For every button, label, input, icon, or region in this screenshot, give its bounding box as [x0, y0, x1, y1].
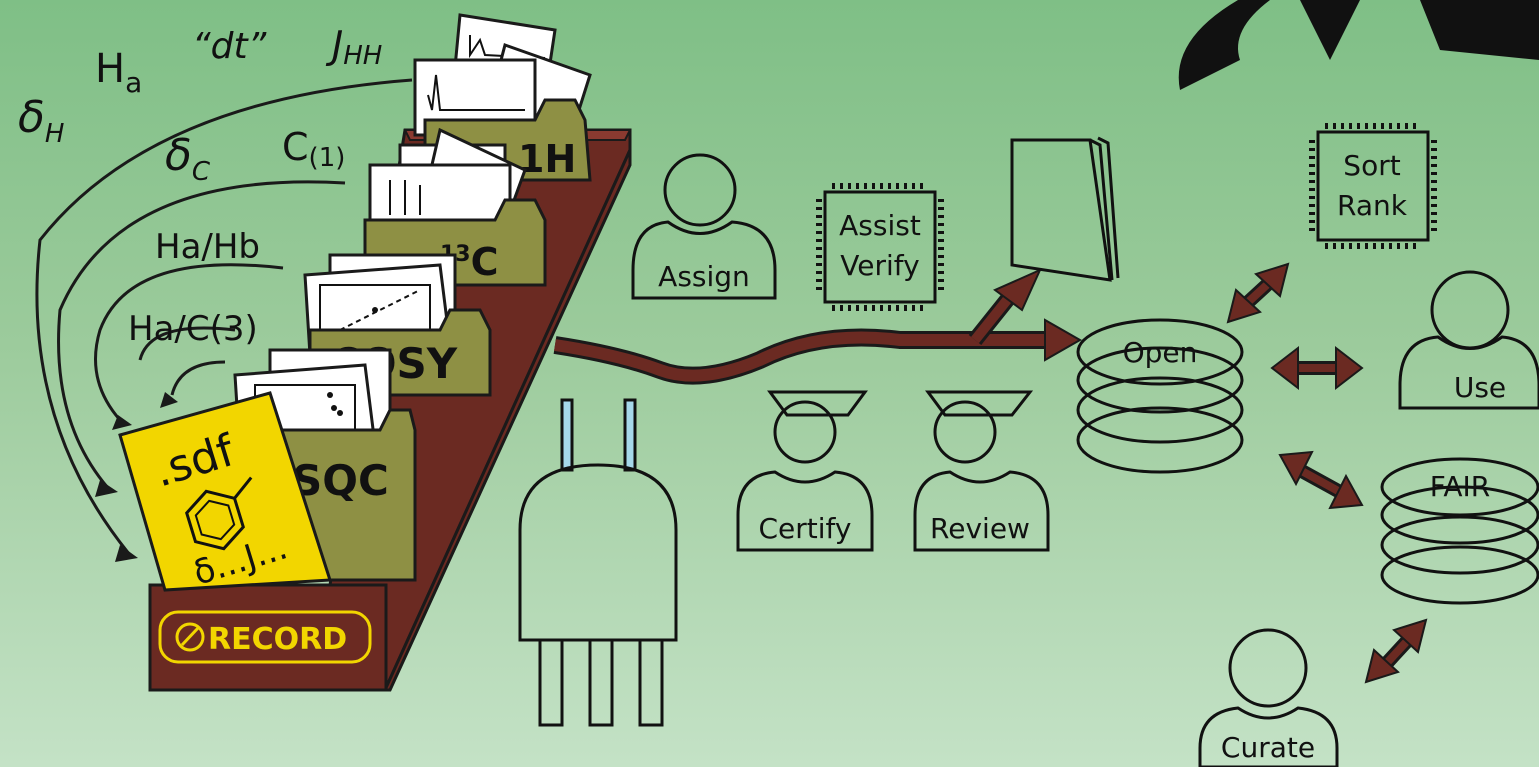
data-flow-arrow	[553, 268, 1083, 385]
plug-icon	[518, 398, 678, 727]
actor-review-label: Review	[930, 512, 1030, 545]
actor-certify[interactable]: Certify	[736, 390, 874, 552]
dt-label: “dt”	[192, 26, 267, 67]
label-arrows	[35, 78, 413, 562]
sdf-card: .sdf δ...J...	[118, 391, 333, 594]
database-fair-label: FAIR	[1430, 470, 1490, 503]
chip-verify-label: Verify	[840, 249, 919, 282]
double-arrow-sort	[1226, 262, 1290, 324]
database-fair[interactable]: FAIR	[1380, 457, 1539, 605]
logo-fragment-right	[1300, 0, 1539, 60]
molecule-icon	[185, 476, 253, 551]
hac3-label: Ha/C(3)	[128, 309, 258, 349]
chip-sort-label: Sort	[1343, 149, 1400, 182]
c1-label: C(1)	[282, 125, 345, 173]
actor-use-label: Use	[1454, 371, 1506, 404]
jhh-label: JHH	[325, 23, 382, 71]
record-badge: RECORD	[158, 610, 372, 664]
folder-sqc-label: SQC	[292, 456, 389, 505]
chip-assist-label: Assist	[839, 209, 921, 242]
actor-use[interactable]: Use	[1398, 270, 1539, 410]
actor-curate-label: Curate	[1221, 731, 1315, 764]
book-icon	[1010, 136, 1120, 282]
logo-fragment-left	[1178, 0, 1270, 90]
actor-assign[interactable]: Assign	[631, 153, 777, 300]
database-open[interactable]: Open	[1076, 318, 1244, 474]
database-open-label: Open	[1123, 336, 1198, 369]
delta-c-label: δC	[165, 130, 211, 187]
hahb-label: Ha/Hb	[155, 227, 260, 267]
folder-1h: 1H	[413, 13, 592, 182]
actor-certify-label: Certify	[759, 512, 852, 545]
double-arrow-use	[1270, 345, 1364, 391]
chip-assist-verify[interactable]: Assist Verify	[816, 183, 944, 311]
actor-curate[interactable]: Curate	[1198, 628, 1339, 767]
ha-label: Ha	[95, 46, 142, 99]
chip-rank-label: Rank	[1337, 189, 1408, 222]
actor-review[interactable]: Review	[913, 390, 1050, 552]
chip-sort-rank[interactable]: Sort Rank	[1309, 123, 1437, 249]
folder-1h-label: 1H	[518, 137, 576, 181]
delta-h-label: δH	[18, 92, 64, 149]
double-arrow-fair	[1278, 450, 1364, 510]
actor-assign-label: Assign	[658, 260, 750, 293]
double-arrow-curate	[1364, 618, 1428, 684]
record-badge-label: RECORD	[208, 622, 347, 657]
